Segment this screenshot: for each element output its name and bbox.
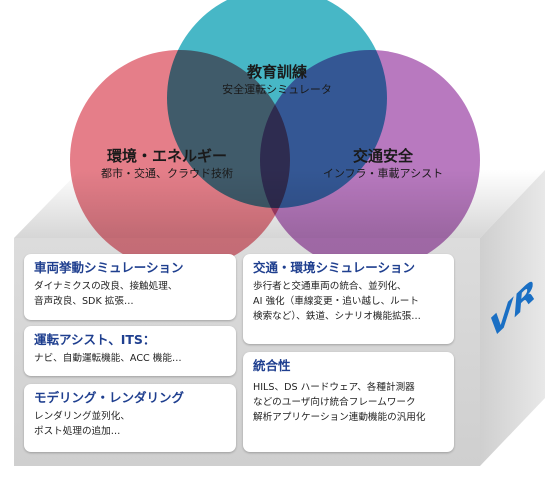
card-driving-assist: 運転アシスト、ITS： ナビ、自動運転機能、ACC 機能… <box>24 326 236 376</box>
card-modeling-rendering: モデリング・レンダリング レンダリング並列化、 ポスト処理の追加… <box>24 384 236 452</box>
card-line: 歩行者と交通車両の統合、並列化、 <box>253 281 407 292</box>
card-line: 音声改良、SDK 拡張… <box>34 296 134 307</box>
card-line: などのユーザ向け統合フレームワーク <box>253 397 416 408</box>
card-line: レンダリング並列化、 <box>34 411 130 422</box>
circle-safety <box>260 50 480 270</box>
card-line: AI 強化（車線変更・追い越し、ルート <box>253 296 419 307</box>
circle-subtitle-education: 安全運転シミュレータ <box>222 83 332 96</box>
circle-title-safety: 交通安全 <box>352 147 414 165</box>
card-title: 車両挙動シミュレーション <box>34 260 184 275</box>
card-integration: 統合性 HILS、DS ハードウェア、各種計測器 などのユーザ向け統合フレームワ… <box>243 352 454 452</box>
card-title: 統合性 <box>253 358 291 373</box>
venn-group <box>70 0 480 270</box>
card-line: 検索など）、鉄道、シナリオ機能拡張… <box>253 311 421 322</box>
card-title: モデリング・レンダリング <box>34 390 185 405</box>
box-side-face <box>480 170 545 466</box>
circle-label-safety: 交通安全 インフラ・車載アシスト <box>323 146 443 182</box>
circle-label-environment: 環境・エネルギー 都市・交通、クラウド技術 <box>101 146 233 182</box>
card-line: 解析アプリケーション連動機能の汎用化 <box>253 412 426 423</box>
circle-label-education: 教育訓練 安全運転シミュレータ <box>222 62 332 98</box>
circle-title-education: 教育訓練 <box>246 63 307 81</box>
circle-environment <box>70 50 290 270</box>
card-title: 運転アシスト、ITS： <box>34 332 156 347</box>
card-line: HILS、DS ハードウェア、各種計測器 <box>253 382 415 393</box>
circle-subtitle-safety: インフラ・車載アシスト <box>322 167 444 180</box>
card-line: ダイナミクスの改良、接触処理、 <box>34 281 178 292</box>
card-line: ナビ、自動運転機能、ACC 機能… <box>34 353 182 364</box>
circle-subtitle-environment: 都市・交通、クラウド技術 <box>101 167 233 180</box>
card-line: ポスト処理の追加… <box>34 426 121 437</box>
card-title: 交通・環境シミュレーション <box>253 260 416 275</box>
circle-title-environment: 環境・エネルギー <box>106 147 227 165</box>
card-traffic-environment: 交通・環境シミュレーション 歩行者と交通車両の統合、並列化、 AI 強化（車線変… <box>243 254 454 344</box>
card-vehicle-dynamics: 車両挙動シミュレーション ダイナミクスの改良、接触処理、 音声改良、SDK 拡張… <box>24 254 236 320</box>
